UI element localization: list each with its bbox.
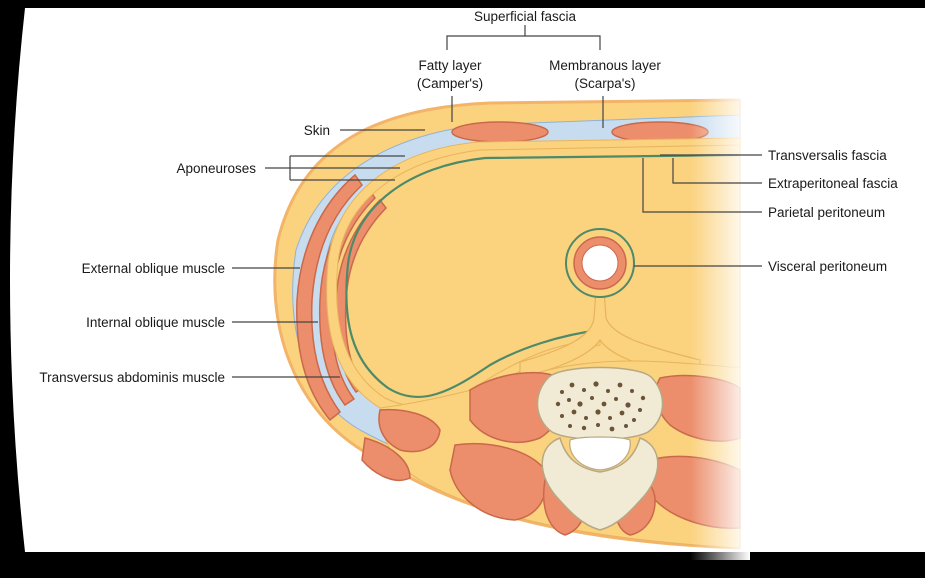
external-oblique-muscle-shape [296,173,363,422]
label-skin: Skin [304,123,330,138]
spinal-canal [569,436,631,471]
label-aponeuroses: Aponeuroses [176,161,256,176]
aponeuroses-leader [265,155,405,181]
label-extraperitoneal-fascia: Extraperitoneal fascia [768,176,898,191]
label-fatty-layer-2: (Camper's) [417,76,483,91]
label-membranous-layer-1: Membranous layer [549,58,661,73]
parietal-peritoneum-leader [642,158,762,213]
label-membranous-layer-2: (Scarpa's) [574,76,635,91]
psoas-muscle-left [378,408,441,453]
label-internal-oblique: Internal oblique muscle [86,315,225,330]
vertebral-body [536,366,664,441]
label-transversus-abdominis: Transversus abdominis muscle [39,370,225,385]
back-muscle-left-lower [449,442,547,521]
mesentery [519,289,701,379]
anatomy-drawing [273,90,750,560]
right-fade-overlay [690,90,750,560]
label-parietal-peritoneum: Parietal peritoneum [768,205,885,220]
label-superficial-fascia: Superficial fascia [474,9,577,24]
label-transversalis-fascia: Transversalis fascia [768,148,887,163]
label-fatty-layer-1: Fatty layer [418,58,482,73]
labels: Superficial fascia Fatty layer (Camper's… [39,9,898,385]
rectus-muscle-left [451,121,549,143]
quadratus-muscle-left [361,437,411,481]
leader-lines [232,25,762,378]
label-external-oblique: External oblique muscle [82,261,225,276]
superficial-fascia-bracket [446,25,601,50]
label-visceral-peritoneum: Visceral peritoneum [768,259,887,274]
bone-marrow-texture [555,381,646,432]
intestine-lumen [581,244,619,282]
extraperitoneal-fascia-leader [672,158,762,184]
parietal-peritoneum-line [345,153,741,398]
vertebral-arch [541,437,659,531]
